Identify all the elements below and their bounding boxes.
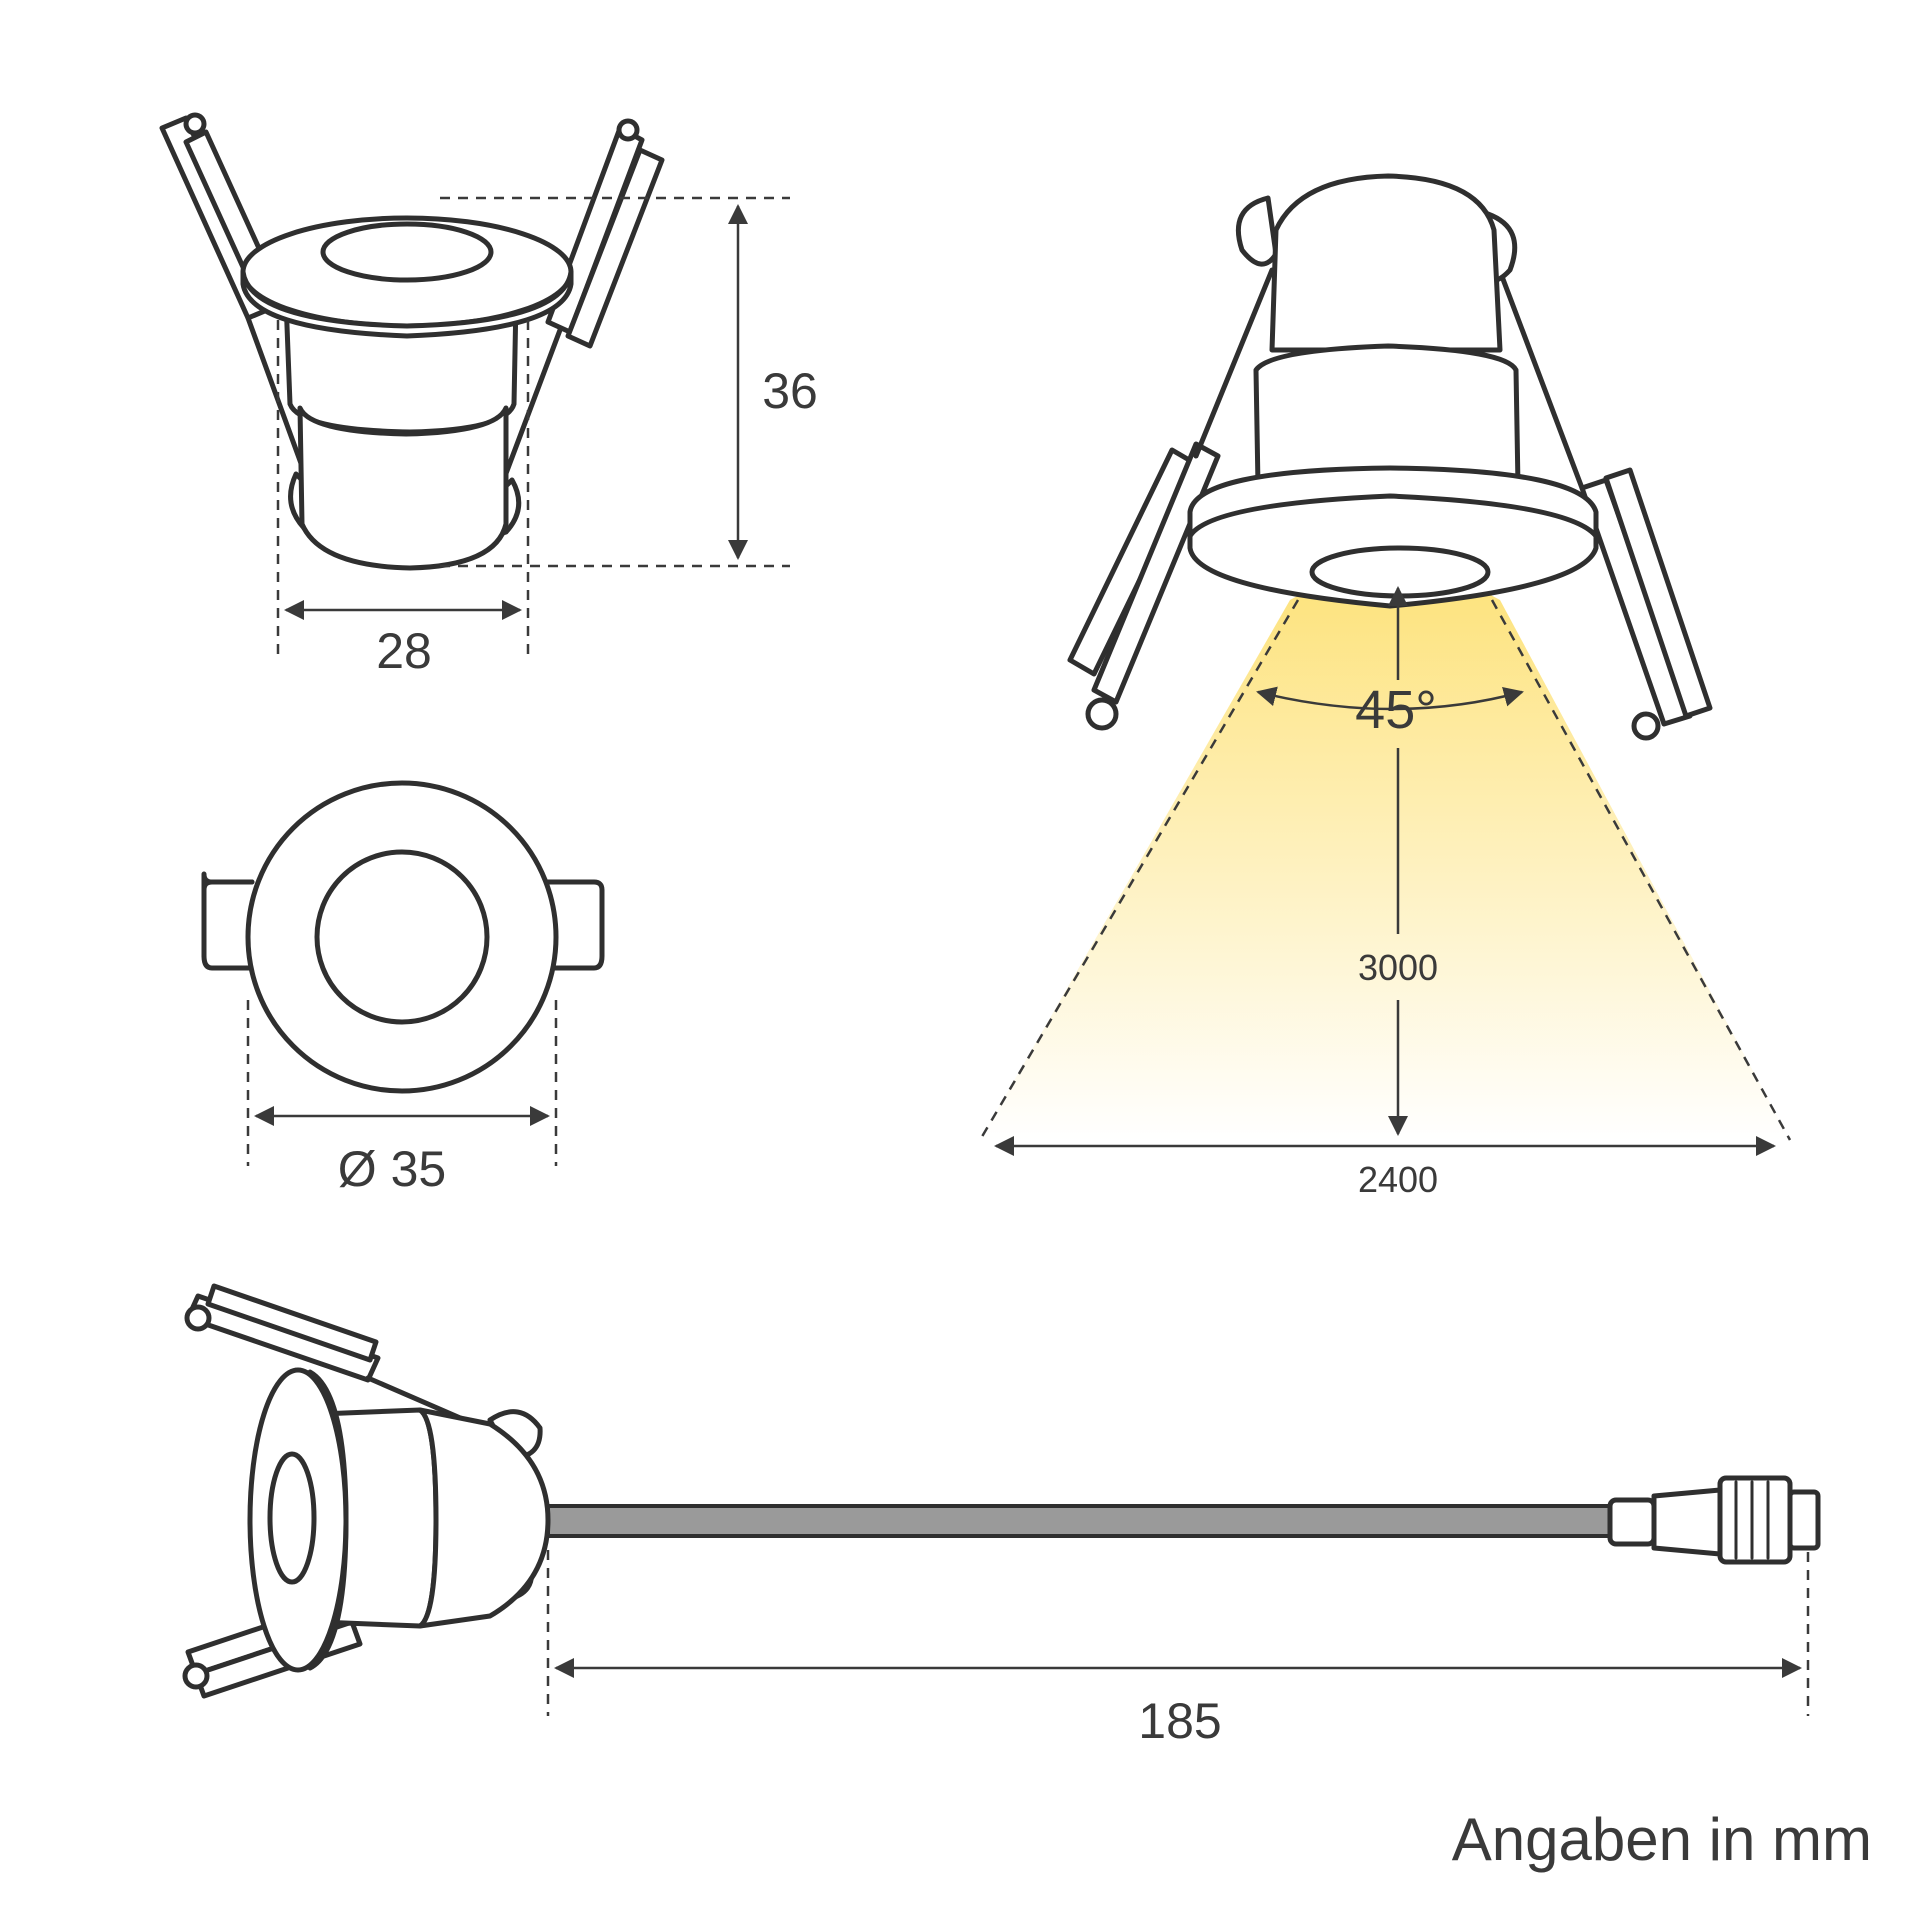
width-dimension: 28 [276, 320, 530, 679]
lens-circle [314, 849, 490, 1025]
cable-view [182, 1283, 1821, 1699]
left-coil [1235, 195, 1279, 267]
height-dimension: 36 [440, 196, 818, 568]
units-note: Angaben in mm [1452, 1806, 1872, 1873]
side-view [159, 112, 665, 571]
beam-distance-label: 3000 [1358, 947, 1438, 988]
width-label: 28 [376, 623, 432, 679]
lens-ring [1309, 545, 1491, 599]
cable [546, 1504, 1612, 1538]
lens [267, 1451, 317, 1585]
lamp-perspective [1067, 173, 1713, 741]
length-label: 185 [1138, 1693, 1221, 1749]
connector [1607, 1475, 1821, 1565]
top-view [201, 780, 605, 1094]
length-dimension: 185 [546, 1550, 1810, 1749]
light-beam-cone [980, 570, 1790, 1140]
beam-view: 45° 3000 2400 [978, 173, 1792, 1200]
right-clip-tab [545, 879, 605, 971]
height-label: 36 [762, 363, 818, 419]
diameter-dimension: Ø 35 [246, 1000, 558, 1197]
diameter-label: Ø 35 [338, 1141, 446, 1197]
beam-spread-label: 2400 [1358, 1159, 1438, 1200]
beam-angle-label: 45° [1355, 680, 1437, 740]
